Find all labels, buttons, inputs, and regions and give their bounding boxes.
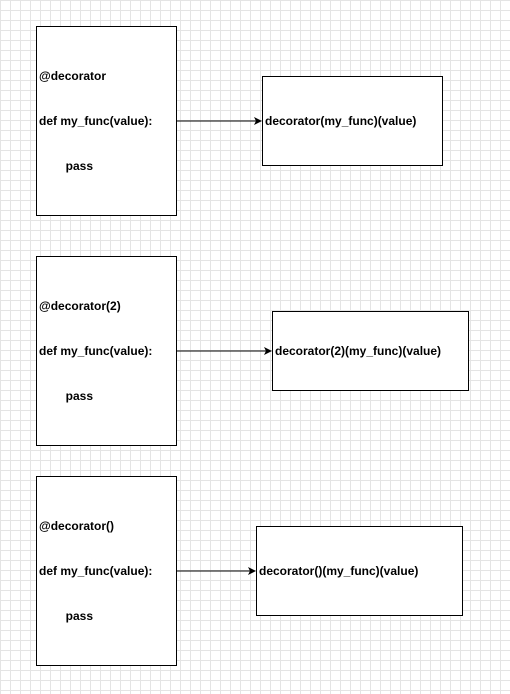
code-line-def: def my_func(value): — [39, 563, 153, 578]
result-label: decorator(my_func)(value) — [265, 113, 417, 128]
code-line-def: def my_func(value): — [39, 113, 153, 128]
code-line-pass: pass — [39, 608, 94, 623]
code-box-decorator[interactable]: @decorator def my_func(value): pass — [36, 26, 177, 216]
code-block: @decorator() def my_func(value): pass — [39, 489, 152, 654]
code-line-pass: pass — [39, 158, 94, 173]
result-box-decorator[interactable]: decorator(my_func)(value) — [262, 76, 443, 166]
result-box-decorator-empty-call[interactable]: decorator()(my_func)(value) — [256, 526, 463, 616]
code-line-decorator: @decorator(2) — [39, 298, 121, 313]
code-line-def: def my_func(value): — [39, 343, 153, 358]
result-label: decorator(2)(my_func)(value) — [275, 343, 442, 358]
code-line-pass: pass — [39, 388, 94, 403]
result-box-decorator-with-arg[interactable]: decorator(2)(my_func)(value) — [272, 311, 469, 391]
code-block: @decorator(2) def my_func(value): pass — [39, 269, 152, 434]
code-line-decorator: @decorator() — [39, 518, 115, 533]
code-box-decorator-empty-call[interactable]: @decorator() def my_func(value): pass — [36, 476, 177, 666]
code-line-decorator: @decorator — [39, 68, 107, 83]
code-box-decorator-with-arg[interactable]: @decorator(2) def my_func(value): pass — [36, 256, 177, 446]
result-label: decorator()(my_func)(value) — [259, 563, 419, 578]
code-block: @decorator def my_func(value): pass — [39, 39, 152, 204]
